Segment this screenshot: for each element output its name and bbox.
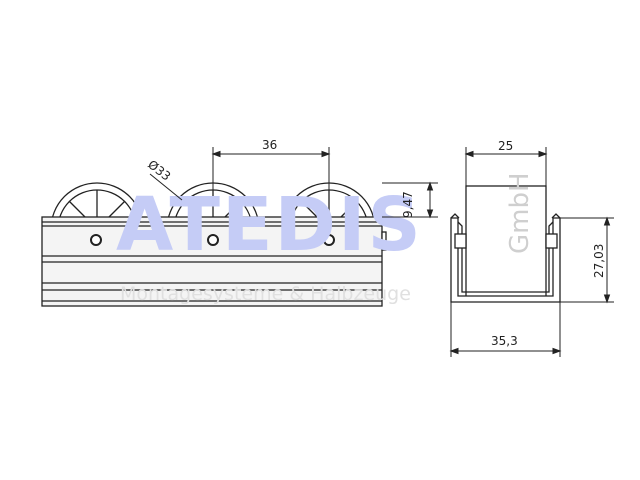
watermark: ATEDIS GmbH Montagesysteme & Halbzeuge [116,172,535,305]
rail-side-profile [41,216,387,307]
watermark-suffix: GmbH [505,172,535,254]
side-view [41,182,387,307]
dimension-lines [149,147,614,357]
watermark-brand: ATEDIS [116,182,423,268]
watermark-tagline: Montagesysteme & Halbzeuge [120,283,411,305]
axle-end-right [545,233,558,249]
dim-diameter: Ø33 [145,157,173,183]
dim-wheel-protrusion: 9,47 [401,191,415,218]
axle-end-left [454,233,467,249]
dim-inner-width: 25 [498,139,513,153]
dim-outer-width: 35,3 [491,334,518,348]
end-view [450,185,561,303]
axle-pins [90,234,335,246]
wheel-end-view [465,185,547,301]
dim-pitch: 36 [262,138,277,152]
dim-height: 27,03 [592,244,606,278]
